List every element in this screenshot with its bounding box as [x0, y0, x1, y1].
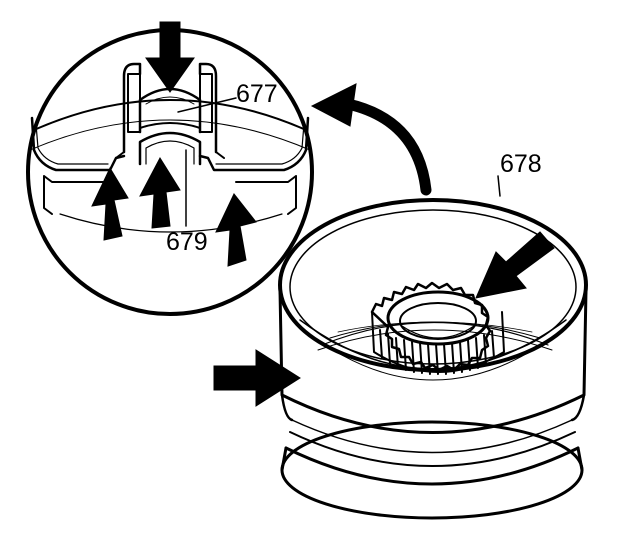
callout-leaders	[497, 175, 501, 197]
arrow-up-icon	[215, 193, 257, 267]
callout-679: 679	[166, 228, 208, 256]
arrow-right-icon	[213, 349, 301, 407]
callout-677: 677	[236, 80, 278, 108]
curved-arrow-icon	[342, 98, 432, 196]
drum-housing	[278, 198, 588, 520]
arrow-up-icon	[139, 156, 181, 229]
curved-arrow-head-icon	[310, 83, 357, 127]
arrow-up-icon	[91, 166, 129, 241]
arrow-down-icon	[145, 21, 195, 93]
callout-678: 678	[500, 150, 542, 178]
arrow-diagonal-icon	[475, 231, 555, 299]
force-arrows	[91, 21, 555, 407]
splined-hub	[370, 281, 505, 375]
